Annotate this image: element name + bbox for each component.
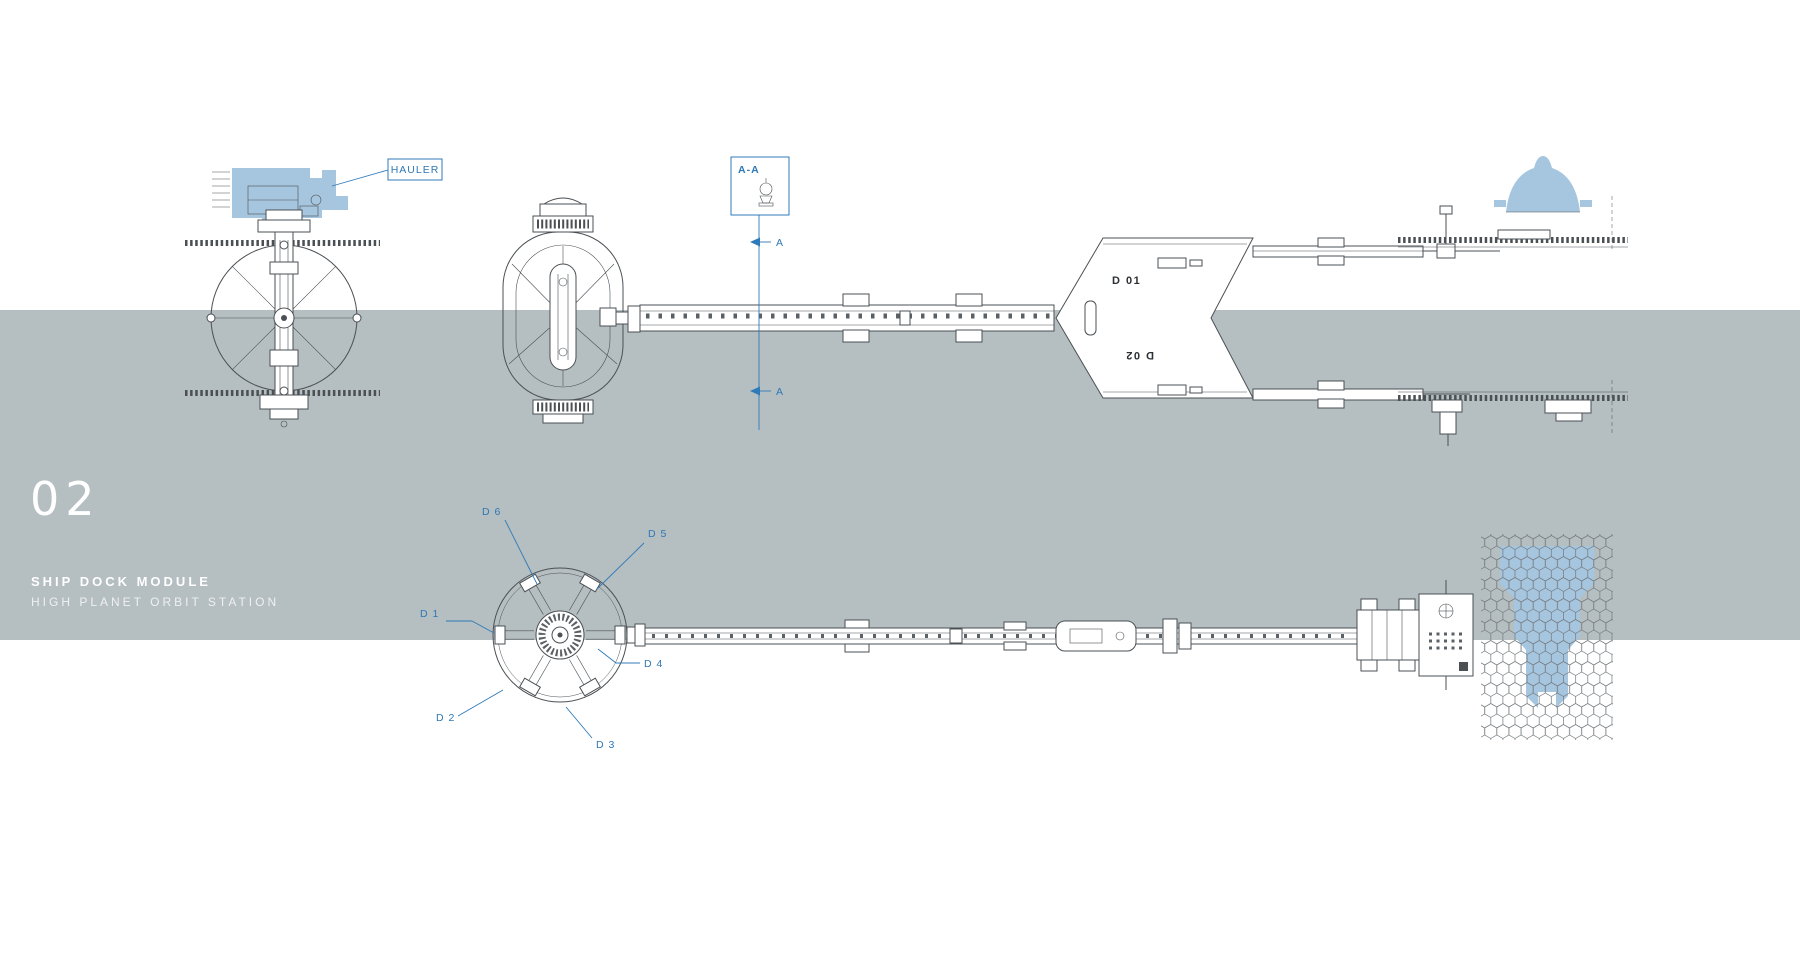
lower-arm: [1252, 388, 1424, 401]
dock-point-callouts: D 6 D 5 D 1 D 4 D 2 D 3: [420, 506, 667, 751]
hauler-label-box: [387, 158, 443, 181]
docked-ship-top-right: [1494, 156, 1592, 213]
dock-chevron-body: [1055, 237, 1254, 399]
section-arrow-bottom-icon: [750, 386, 760, 396]
upper-arm: [1252, 245, 1424, 258]
front-hub-capsule: [549, 263, 577, 371]
dock-structure: D 01 D 02: [1055, 237, 1254, 399]
lower-base: [259, 394, 309, 410]
hangar-grid-panel: [1481, 534, 1613, 740]
callout-d5: D 5: [648, 528, 667, 540]
docking-arms-side-view: [1252, 196, 1628, 446]
section-mini-drawing: [758, 178, 774, 207]
hub-fan-detail: [538, 613, 582, 657]
hauler-ship-silhouette: [232, 168, 348, 230]
hauler-label-text: HAULER: [391, 164, 440, 176]
main-truss-side-view: [639, 293, 1055, 343]
docking-cradle: [257, 219, 311, 233]
section-marker: A-A A A: [730, 156, 790, 430]
callout-d6: D 6: [482, 506, 501, 518]
hub-spokes: [494, 573, 626, 697]
dock-port-2-label: D 02: [1125, 349, 1154, 361]
station-wheel-front-view: [502, 197, 641, 424]
section-arrow-top-icon: [750, 237, 760, 247]
plate-title: SHIP DOCK MODULE: [31, 574, 211, 589]
hauler-label: HAULER: [387, 158, 443, 181]
hex-grid: [1481, 534, 1613, 740]
callout-d3: D 3: [596, 739, 615, 751]
section-arrow-bottom-label: A: [776, 386, 784, 398]
section-label: A-A: [738, 164, 760, 176]
plate-subtitle: HIGH PLANET ORBIT STATION: [31, 595, 280, 609]
dock-slot: [1084, 300, 1097, 336]
hauler-teeth-detail: [212, 171, 230, 208]
callout-d4: D 4: [644, 658, 663, 670]
hauler-dock-side-view: [185, 168, 389, 428]
hauler-leader-line: [331, 169, 389, 187]
section-arrow-top-label: A: [776, 237, 784, 249]
callout-d2: D 2: [436, 712, 455, 724]
docking-port-assembly-top-view: [1356, 580, 1474, 690]
dock-port-1-label: D 01: [1112, 275, 1141, 287]
section-box: [730, 156, 790, 216]
truss-capsule-module: [1055, 620, 1137, 652]
plate-number: 02: [30, 472, 101, 526]
callout-d1: D 1: [420, 608, 439, 620]
dome-ship-silhouette: [1506, 156, 1580, 212]
station-hub-top-view: [492, 567, 628, 703]
port-unit-a: [1356, 609, 1420, 661]
